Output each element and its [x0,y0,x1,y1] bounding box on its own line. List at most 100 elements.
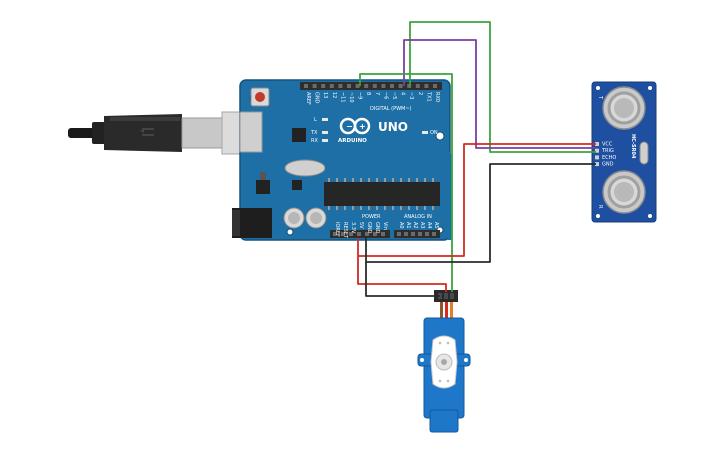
reset-button[interactable] [250,87,270,107]
power-pin-0[interactable] [333,232,337,236]
digital-pin-label: ~11 [339,92,345,103]
usb-cable [68,111,263,155]
power-pin-label: 3.3V [350,222,356,234]
digital-pin-label: GND [314,92,320,104]
analog-pin-2[interactable] [411,232,415,236]
power-pin-label: RESET [342,222,348,239]
digital-pin-1[interactable] [312,84,317,88]
digital-pin-label: 13 [322,92,328,98]
regulator-chip [256,180,270,194]
digital-pin-label: AREF [305,92,311,105]
power-pin-3[interactable] [357,232,361,236]
wire-servo-signal-green[interactable] [359,73,453,292]
digital-pin-4[interactable] [338,84,343,88]
crystal-oscillator [284,159,326,177]
sensor-pin-echo[interactable] [595,155,599,160]
digital-pin-6[interactable] [355,84,360,88]
analog-pin-1[interactable] [404,232,408,236]
analog-pin-4[interactable] [425,232,429,236]
digital-pin-15[interactable] [433,84,437,88]
sensor-pin-label: ECHO [602,155,616,161]
power-pin-1[interactable] [341,232,345,236]
analog-pin-label: A5 [433,222,439,229]
usb-socket [239,111,263,153]
brand-label: ARDUINO [338,138,367,144]
sensor-pin-trig[interactable] [595,148,599,153]
sensor-pin-label: VCC [602,142,613,148]
power-pin-5[interactable] [373,232,377,236]
sensor-pin-gnd[interactable] [595,162,599,167]
digital-pin-label: 8 [365,92,371,95]
digital-pin-14[interactable] [424,84,429,88]
analog-pin-label: A0 [398,222,404,229]
usb-chip [292,128,306,142]
transducer-r-label: R [597,205,603,209]
arduino-logo: − + ARDUINO UNO [338,117,408,144]
svg-text:−: − [346,122,353,131]
transducer-t-label: T [597,95,603,100]
atmega-chip [324,178,440,210]
digital-pin-label: ~6 [382,92,388,99]
digital-pin-label: 2 [417,92,423,95]
digital-pin-9[interactable] [381,84,386,88]
servo-horn[interactable] [430,335,458,389]
analog-pin-3[interactable] [418,232,422,236]
wire-echo-purple[interactable] [403,39,596,149]
status-leds: L TX RX ON [310,117,438,144]
wire-vcc-red[interactable] [357,143,596,257]
analog-pin-0[interactable] [397,232,401,236]
power-pin-2[interactable] [349,232,353,236]
digital-pin-0[interactable] [304,84,308,88]
digital-pin-10[interactable] [390,84,394,88]
power-header-label: POWER [362,214,381,220]
dc-power-jack [232,208,272,238]
power-pin-6[interactable] [381,232,385,236]
digital-pin-label: RX0 [434,92,440,102]
digital-pin-7[interactable] [364,84,369,88]
wire-trig-green[interactable] [409,21,596,153]
sensor-pin-label: GND [602,162,614,168]
digital-pin-label: TX1 [425,91,431,102]
wire-servo-gnd-black[interactable] [365,262,440,297]
digital-pin-label: ~9 [357,92,363,99]
led-on-label: ON [430,130,438,136]
digital-pin-3[interactable] [329,84,334,88]
digital-pin-11[interactable] [398,84,403,88]
led-l-label: L [314,117,317,123]
wire-gnd-black[interactable] [365,163,596,263]
analog-pin-5[interactable] [432,232,436,236]
analog-pin-label: A3 [419,222,425,229]
digital-pin-label: ~10 [348,92,354,103]
svg-text:+: + [359,122,366,131]
servo-motor [417,290,471,433]
wire-servo-power-red[interactable] [357,256,447,292]
receiver-transducer [602,170,646,214]
power-pin-label: IOREF [334,222,340,237]
digital-pin-label: 12 [331,92,337,98]
digital-pin-5[interactable] [347,84,351,88]
sensor-pin-label: TRIG [601,148,614,154]
wires [357,21,596,297]
capacitors [283,207,327,229]
led-rx-label: RX [311,138,318,144]
digital-pin-label: ~5 [391,92,397,99]
digital-pin-13[interactable] [415,84,420,88]
board-name: UNO [378,120,408,134]
analog-pin-label: A4 [426,222,432,229]
digital-pin-2[interactable] [321,84,326,88]
sensor-pin-vcc[interactable] [595,142,599,146]
led-tx-label: TX [310,130,318,136]
power-pin-4[interactable] [365,232,369,236]
power-pin-label: 5V [358,222,364,229]
transmitter-transducer [602,86,646,130]
digital-pin-8[interactable] [372,84,377,88]
digital-header-label: DIGITAL (PWM~) [370,106,412,112]
analog-pin-label: A2 [412,222,418,229]
analog-header-label: ANALOG IN [404,214,432,220]
